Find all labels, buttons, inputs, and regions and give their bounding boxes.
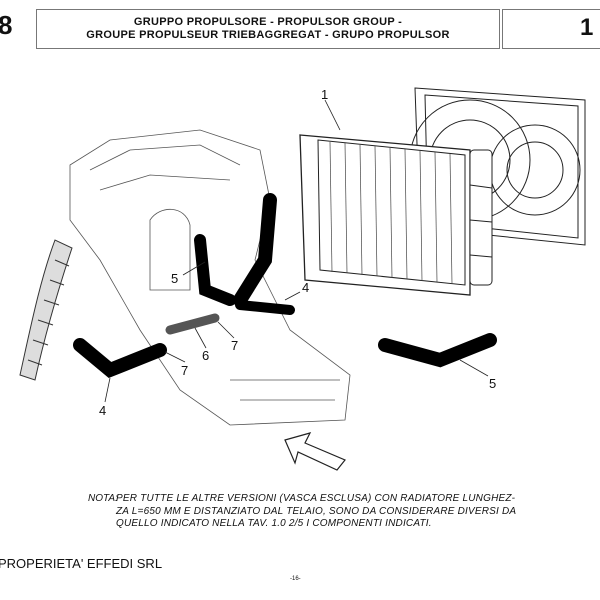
- callout-4-lower: 4: [99, 403, 106, 418]
- note-text: PER TUTTE LE ALTRE VERSIONI (VASCA ESCLU…: [116, 493, 516, 531]
- exploded-parts-diagram: 1 4 5 7 6 7 4 5: [19, 87, 586, 471]
- note-line: PER TUTTE LE ALTRE VERSIONI (VASCA ESCLU…: [116, 493, 516, 504]
- title-line-1: GRUPPO PROPULSORE - PROPULSOR GROUP -: [133, 16, 403, 28]
- callout-7-lower: 7: [181, 363, 188, 378]
- note-line: QUELLO INDICATO NELLA TAV. 1.0 2/5 I COM…: [116, 518, 432, 529]
- callout-7-upper: 7: [231, 338, 238, 353]
- direction-arrow: [284, 432, 346, 471]
- section-box-right: [502, 9, 600, 49]
- owner-label: PROPERIETA' EFFEDI SRL: [0, 556, 163, 571]
- section-number-left: 8: [0, 10, 13, 40]
- note-line: ZA L=650 MM E DISTANZIATO DAL TELAIO, SO…: [116, 505, 517, 517]
- air-intake-hose: [19, 239, 73, 381]
- callout-6: 6: [202, 348, 209, 363]
- radiator: [299, 134, 493, 296]
- callout-5-right: 5: [489, 376, 496, 391]
- engine-block: [69, 129, 351, 426]
- callout-4-upper: 4: [302, 280, 309, 295]
- callout-1: 1: [321, 87, 328, 102]
- title-line-2: GROUPE PROPULSEUR TRIEBAGGREGAT - GRUPO …: [86, 29, 450, 41]
- page-title: GRUPPO PROPULSORE - PROPULSOR GROUP - GR…: [36, 9, 500, 49]
- note-label: NOTA:: [88, 493, 118, 504]
- section-number-right: 1: [580, 14, 594, 41]
- coolant-hoses: [73, 193, 497, 379]
- page-number: -16-: [290, 576, 301, 582]
- callout-5-left: 5: [171, 271, 178, 286]
